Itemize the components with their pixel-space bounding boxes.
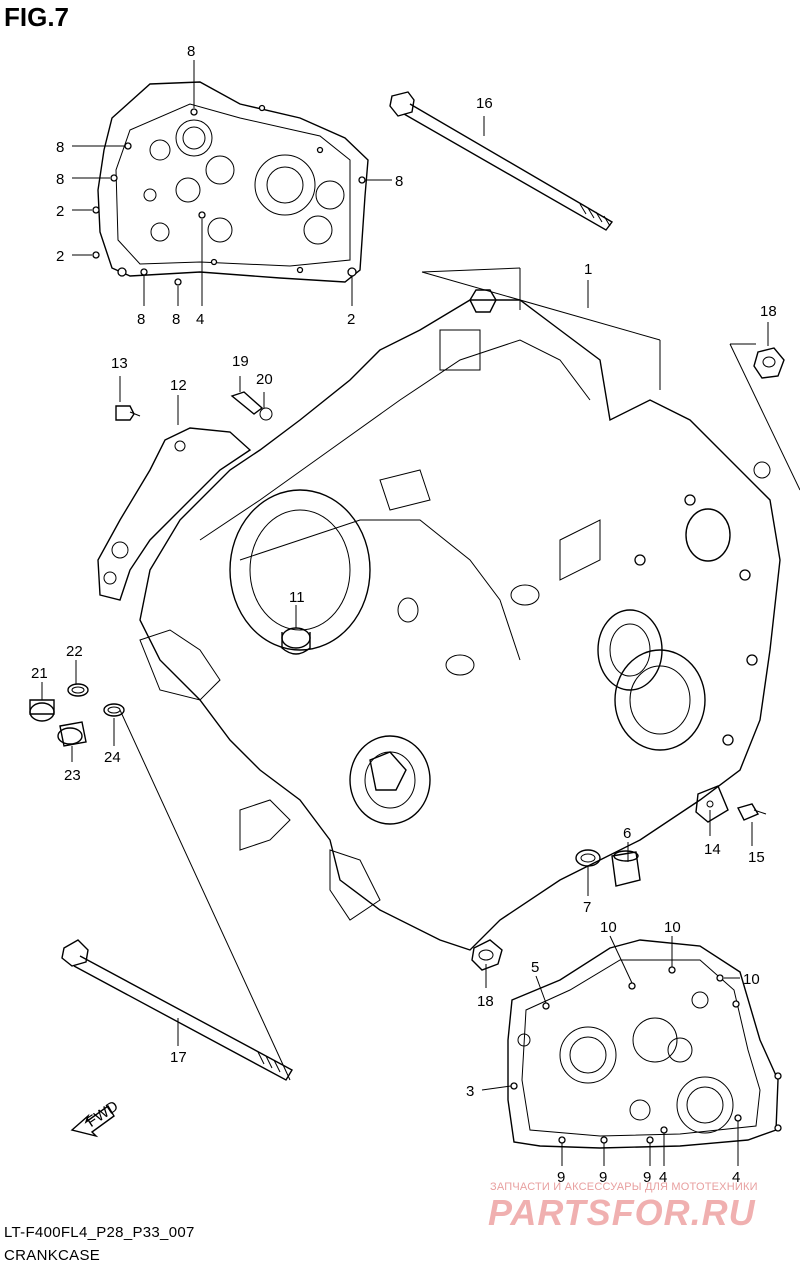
callout-8: 8 (187, 43, 195, 60)
parts-leaders (41, 267, 800, 1081)
callout-4: 4 (732, 1169, 740, 1186)
callout-24: 24 (104, 749, 121, 766)
callout-2: 2 (56, 203, 64, 220)
gasket-12 (97, 427, 252, 601)
callout-18: 18 (760, 303, 777, 320)
callout-10: 10 (743, 971, 760, 988)
small-parts-left (29, 391, 311, 747)
callout-12: 12 (170, 377, 187, 394)
small-parts-right (471, 347, 785, 971)
callout-8: 8 (56, 139, 64, 156)
bolt-16 (389, 91, 614, 231)
callout-23: 23 (64, 767, 81, 784)
callout-2: 2 (347, 311, 355, 328)
callout-4: 4 (196, 311, 204, 328)
lower-view-leaders (481, 935, 740, 1166)
figure-code: LT-F400FL4_P28_P33_007 (4, 1224, 195, 1241)
callout-18: 18 (477, 993, 494, 1010)
callout-5: 5 (531, 959, 539, 976)
callout-9: 9 (643, 1169, 651, 1186)
callout-21: 21 (31, 665, 48, 682)
callout-10: 10 (664, 919, 681, 936)
callout-1: 1 (584, 261, 592, 278)
callout-4: 4 (659, 1169, 667, 1186)
callout-14: 14 (704, 841, 721, 858)
callout-9: 9 (599, 1169, 607, 1186)
callout-17: 17 (170, 1049, 187, 1066)
callout-labels: 8 8 8 2 2 8 8 4 2 8 16 1 18 13 12 19 20 … (31, 43, 777, 1186)
callout-13: 13 (111, 355, 128, 372)
callout-7: 7 (583, 899, 591, 916)
callout-2: 2 (56, 248, 64, 265)
crankcase-assembly (139, 289, 781, 951)
watermark-brand: PARTSFOR.RU (488, 1192, 756, 1233)
callout-9: 9 (557, 1169, 565, 1186)
bolt-17 (61, 939, 293, 1081)
lower-case-bolt-view (507, 939, 782, 1149)
callout-15: 15 (748, 849, 765, 866)
callout-11: 11 (289, 589, 305, 606)
callout-6: 6 (623, 825, 631, 842)
upper-view-leaders (72, 60, 392, 306)
fwd-label: FWD (84, 1098, 122, 1131)
callout-20: 20 (256, 371, 273, 388)
callout-22: 22 (66, 643, 83, 660)
callout-8: 8 (137, 311, 145, 328)
fwd-arrow-icon: FWD (70, 1098, 122, 1138)
watermark-tagline: ЗАПЧАСТИ И АКСЕССУАРЫ ДЛЯ МОТОТЕХНИКИ (490, 1181, 758, 1193)
figure-name: CRANKCASE (4, 1247, 101, 1264)
callout-19: 19 (232, 353, 249, 370)
callout-8: 8 (395, 173, 403, 190)
upper-case-bolt-view (92, 81, 369, 286)
callout-8: 8 (172, 311, 180, 328)
callout-10: 10 (600, 919, 617, 936)
callout-8: 8 (56, 171, 64, 188)
callout-16: 16 (476, 95, 493, 112)
callout-3: 3 (466, 1083, 474, 1100)
figure-title: FIG.7 (4, 2, 70, 32)
